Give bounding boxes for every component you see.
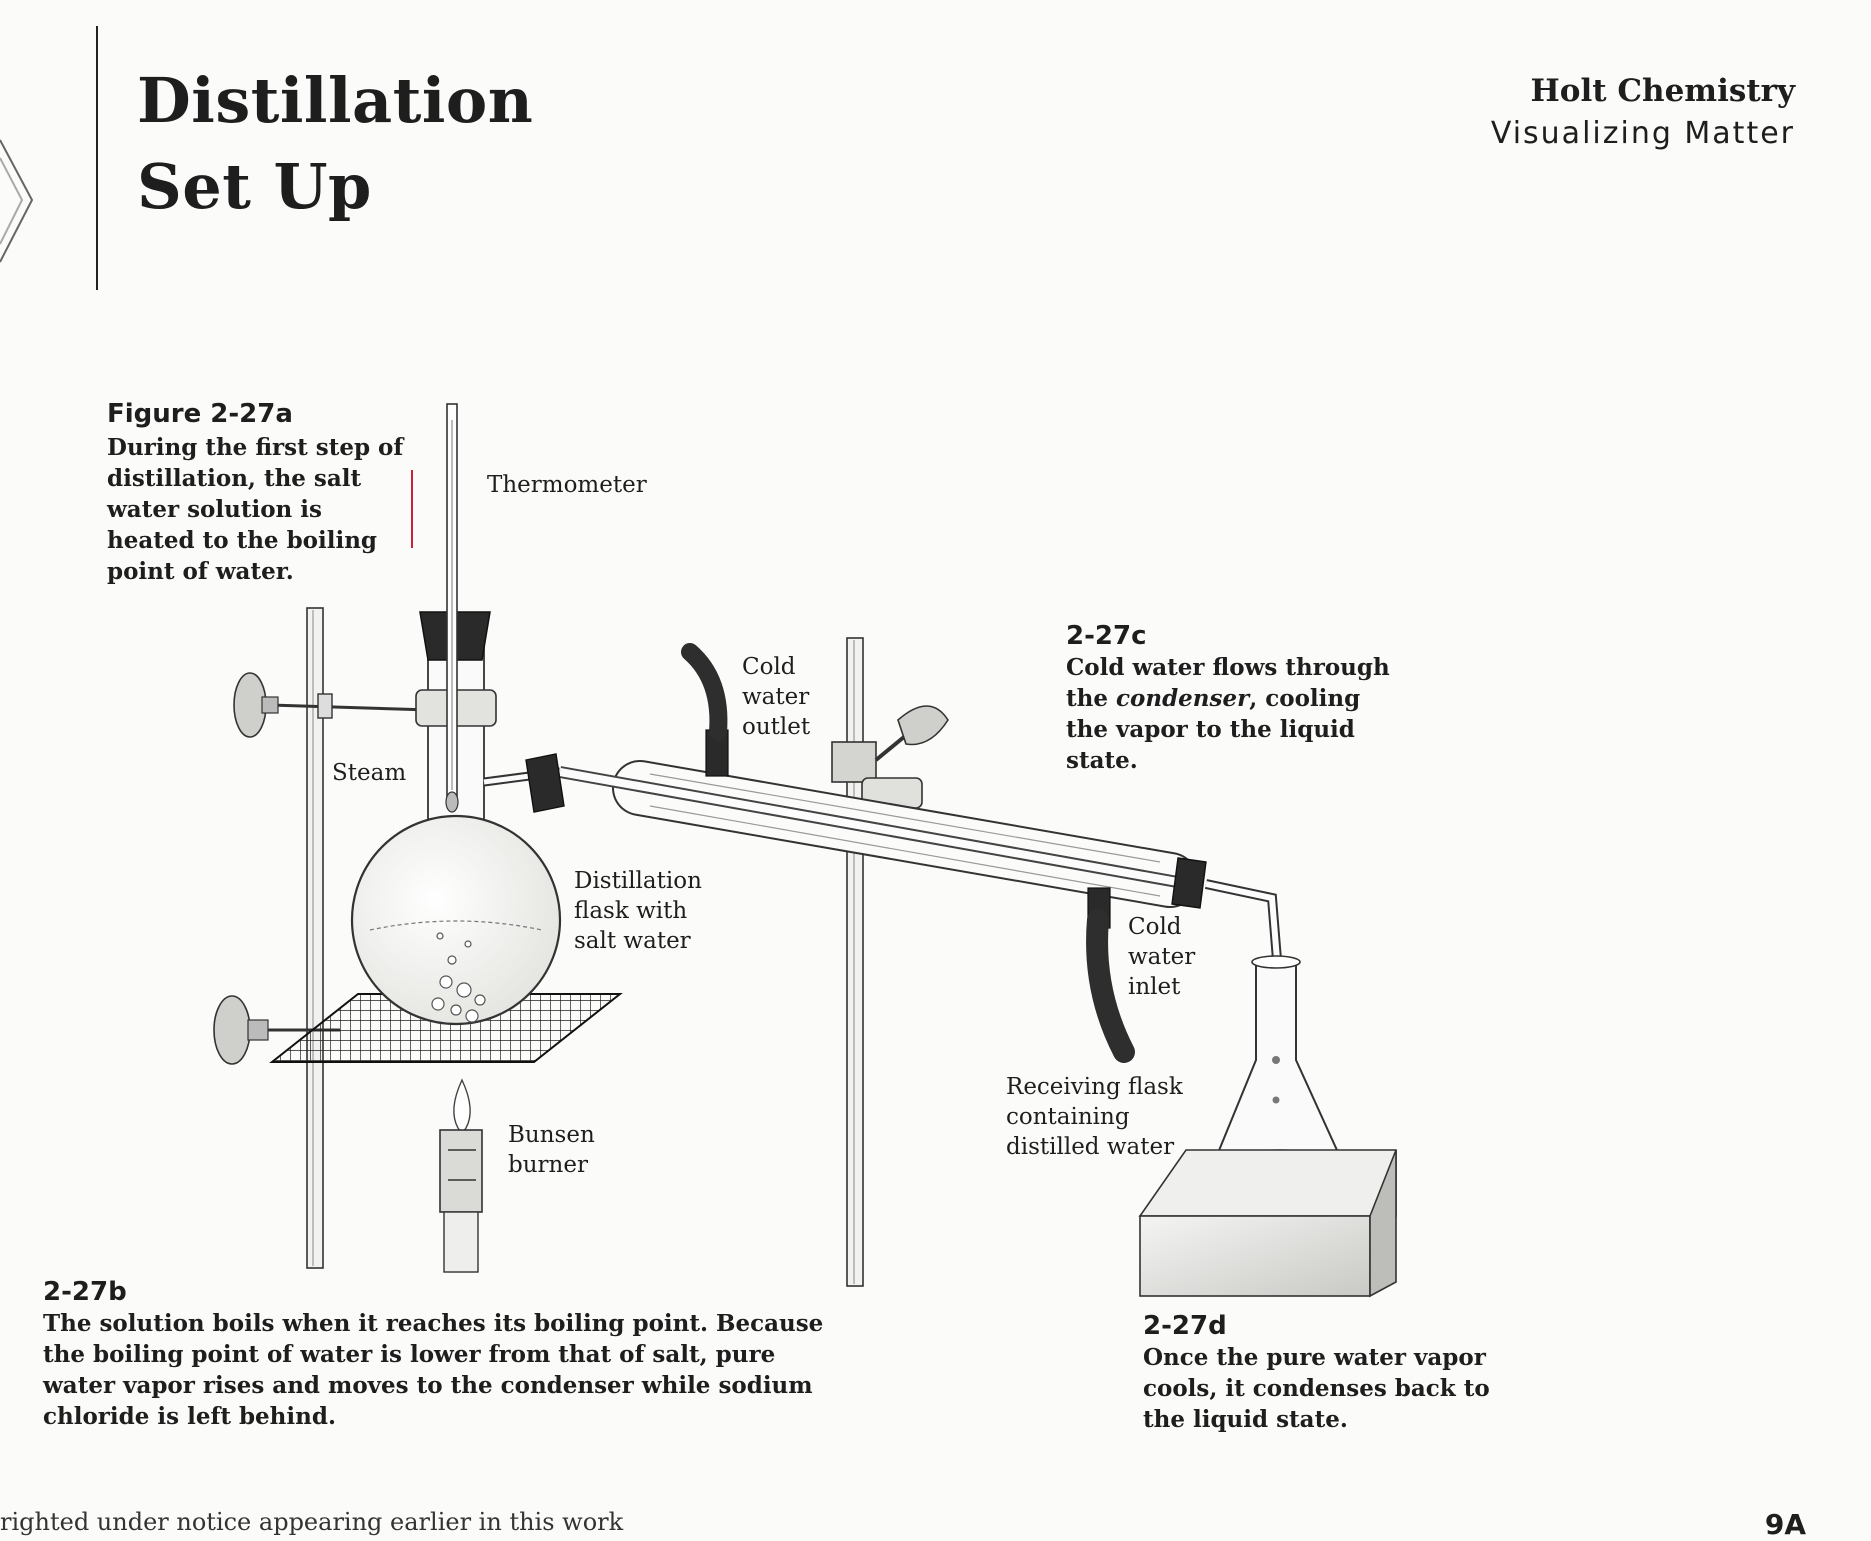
lower-clamp-knob-icon: [213, 995, 251, 1065]
page-title-line-2: Set Up: [137, 150, 372, 223]
label-distillation-flask: Distillation flask with salt water: [574, 868, 702, 954]
figure-2-27b-caption: The solution boils when it reaches its b…: [43, 1310, 824, 1430]
caption-c-text-start: Cold water flows through the: [1066, 654, 1390, 712]
wire-gauze: [269, 993, 623, 1063]
figure-2-27d-heading: 2-27d: [1143, 1311, 1227, 1341]
cold-water-outlet-tube: [681, 643, 728, 741]
label-cold-water-outlet: Cold water outlet: [742, 654, 811, 740]
pedestal-box: [1138, 1149, 1397, 1298]
page-number: 9A: [1764, 1508, 1806, 1541]
condenser-outlet-stopper: [1171, 857, 1207, 909]
left-ring-stand: [213, 607, 431, 1269]
figure-2-27a-heading: Figure 2-27a: [107, 399, 293, 429]
center-clamp-knob-icon: [897, 705, 949, 746]
title-divider: [96, 26, 98, 290]
cold-water-inlet-tube: [1086, 909, 1135, 1063]
thermometer: [411, 403, 459, 813]
bunsen-burner: [439, 1078, 483, 1273]
page-edge-decoration: [0, 139, 34, 263]
figure-2-27c-caption: Cold water flows through the condenser, …: [1066, 652, 1396, 776]
center-ring-stand: [831, 637, 949, 1287]
label-receiving-flask: Receiving flask containing distilled wat…: [1006, 1074, 1183, 1160]
figure-2-27b-heading: 2-27b: [43, 1277, 127, 1307]
figure-2-27a-caption: During the first step of distillation, t…: [107, 434, 404, 585]
figure-2-27d-caption: Once the pure water vapor cools, it cond…: [1143, 1344, 1490, 1433]
label-thermometer: Thermometer: [487, 472, 647, 498]
figure-2-27c-heading: 2-27c: [1066, 621, 1147, 651]
burner-flame-icon: [453, 1078, 471, 1132]
page-title-line-1: Distillation: [137, 64, 534, 137]
label-bunsen-burner: Bunsen burner: [508, 1122, 595, 1178]
caption-c-text-end: , cooling the vapor to the liquid state.: [1066, 685, 1361, 774]
copyright-notice: righted under notice appearing earlier i…: [0, 1508, 624, 1536]
series-name: Visualizing Matter: [1490, 116, 1795, 151]
label-steam: Steam: [332, 760, 407, 786]
upper-clamp-knob-icon: [233, 672, 267, 738]
caption-c-emphasis: condenser: [1116, 685, 1250, 712]
publisher-name: Holt Chemistry: [1530, 73, 1795, 109]
condenser-inlet-stopper: [525, 753, 565, 813]
label-cold-water-inlet: Cold water inlet: [1128, 914, 1196, 1000]
condenser: [525, 729, 1207, 929]
